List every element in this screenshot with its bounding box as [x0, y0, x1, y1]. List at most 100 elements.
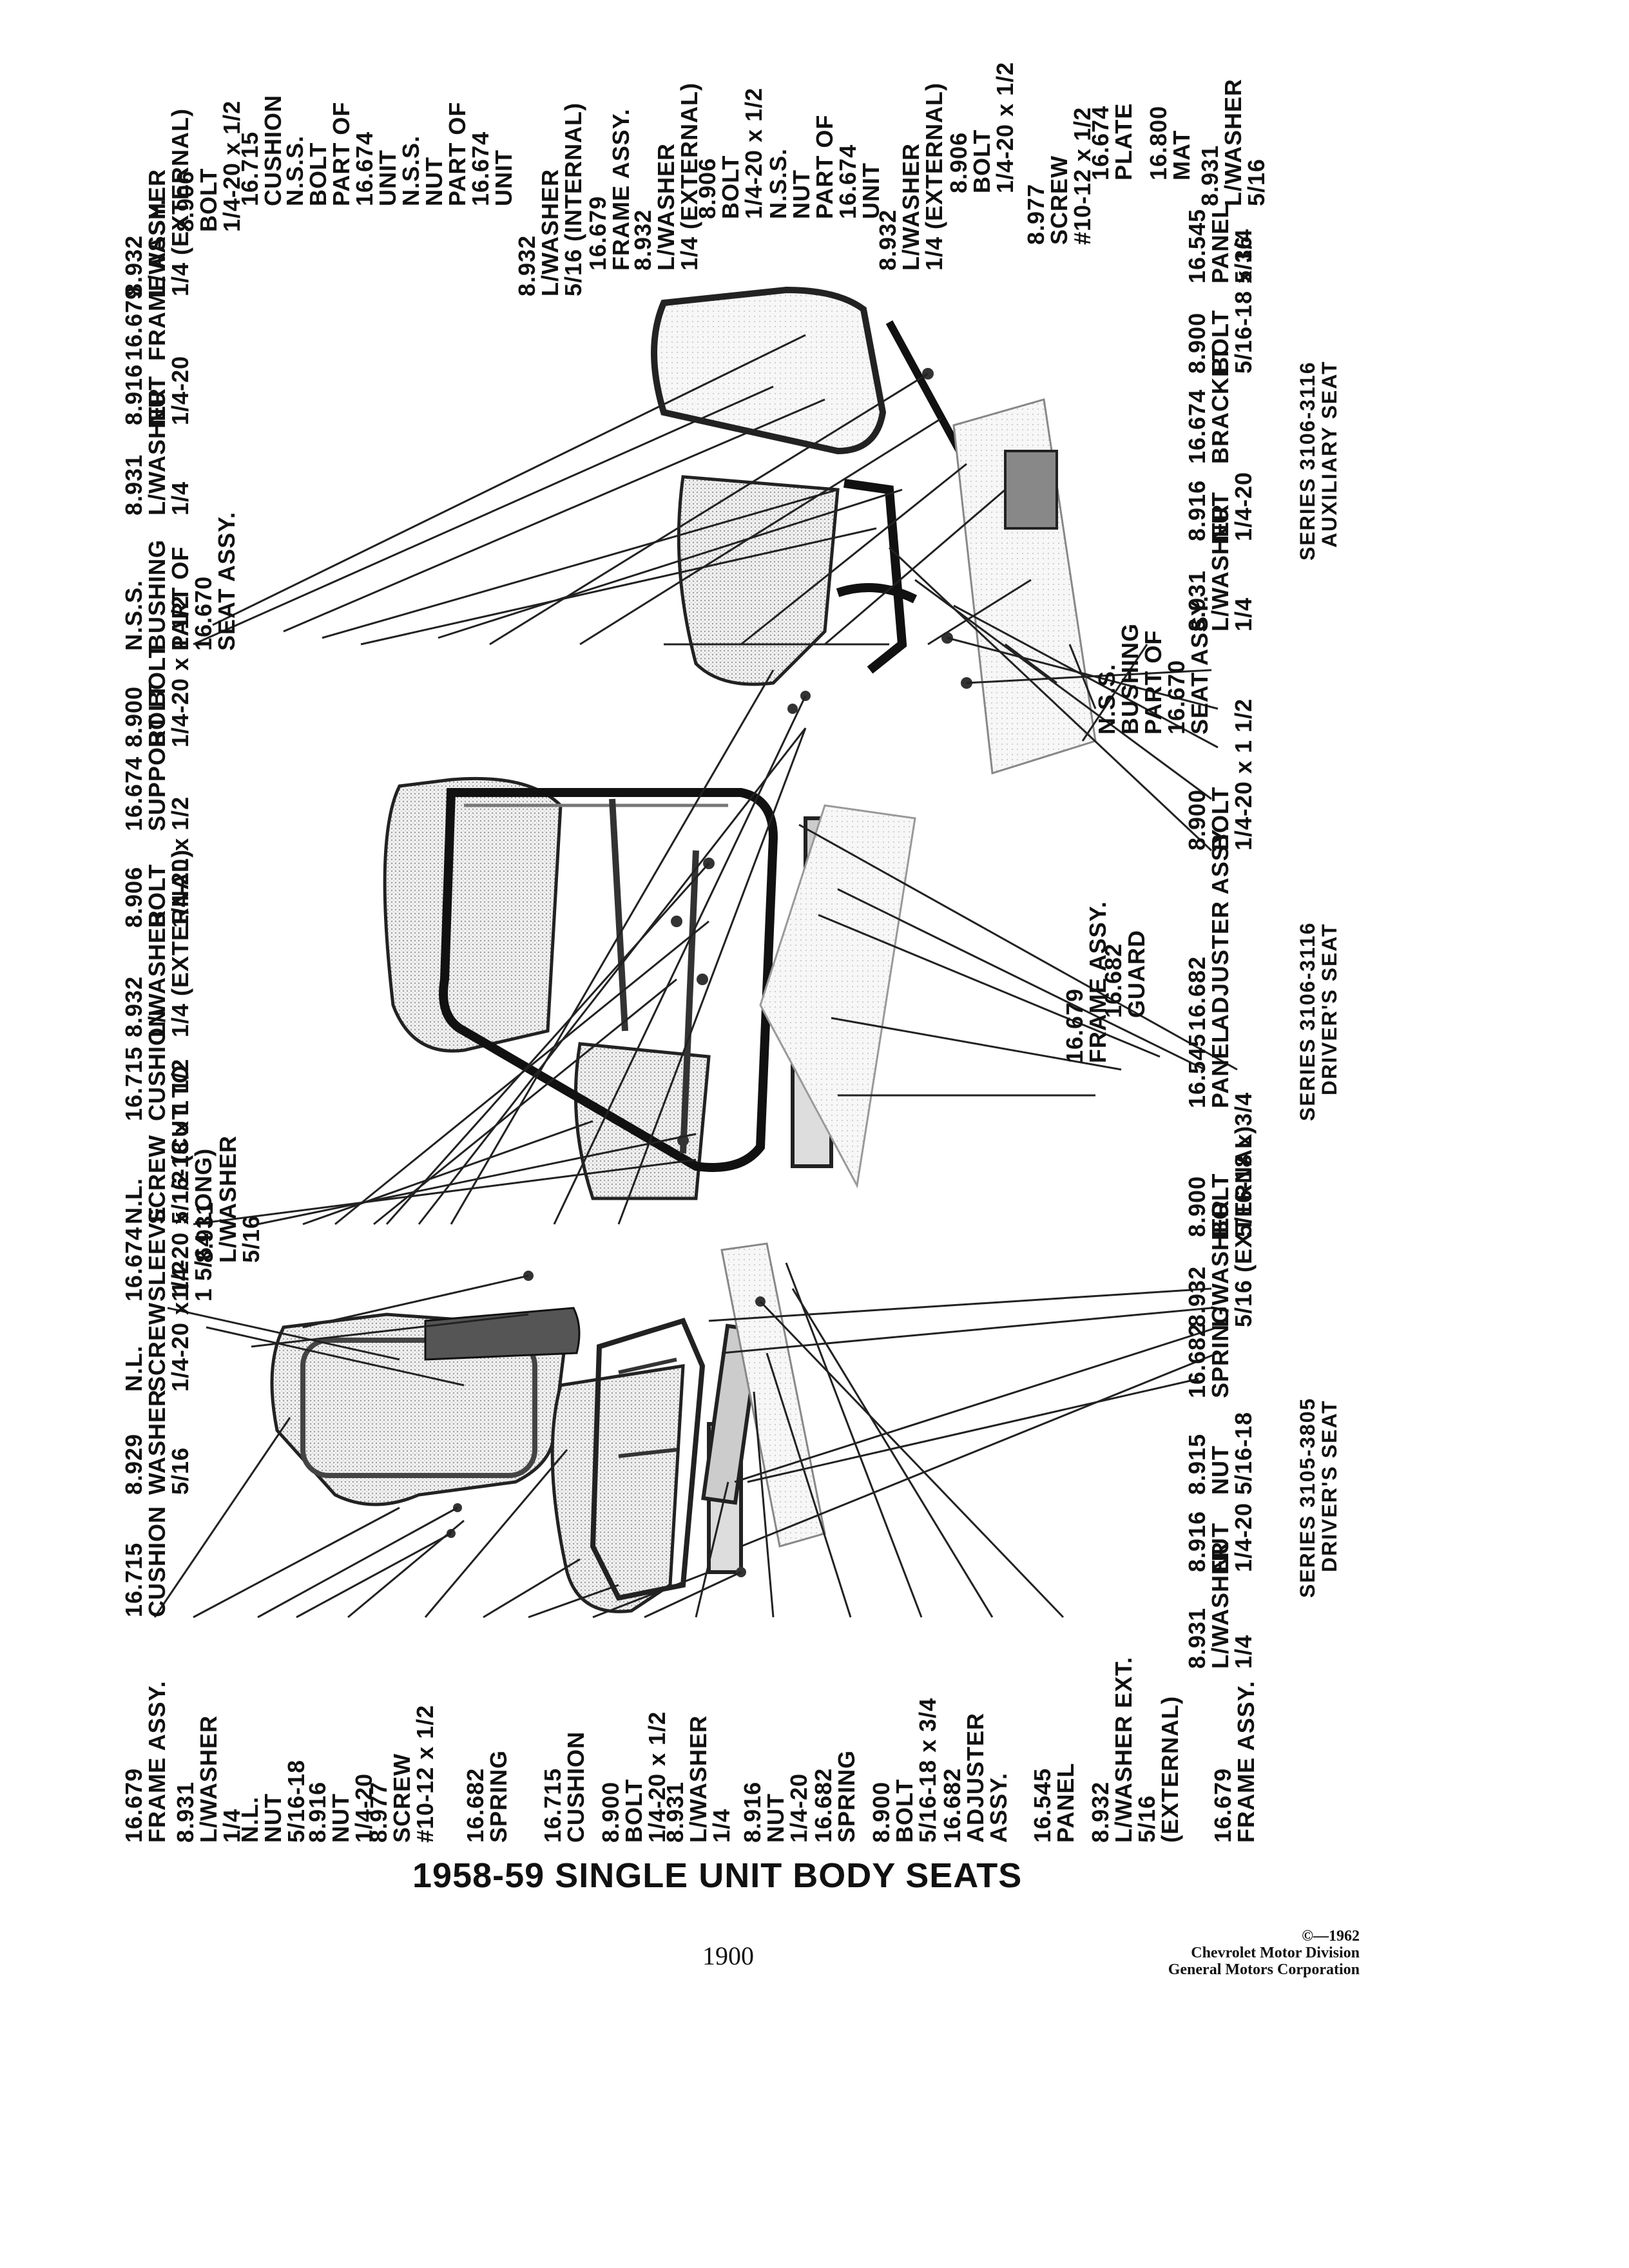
callout-text: 8.906 [120, 867, 147, 928]
callout-text: N.S.S. [1094, 664, 1120, 735]
callout-text: FRAME ASSY. [608, 108, 634, 271]
callout-text: BUSHING [1117, 623, 1143, 735]
callout-text: 1/4-20 x 1 1/2 [167, 595, 193, 747]
callout-text: 8.932 [1087, 1782, 1113, 1843]
callout-text: 1/4 [1230, 1635, 1257, 1669]
callout-text: 1/4-20 x 1/2 [167, 796, 193, 928]
callout-text: L/WASHER EXT. [1110, 1657, 1137, 1843]
callout-text: L/WASHER [215, 1135, 241, 1263]
seat-3106-auxiliary-illustration [651, 286, 1097, 774]
callout-text: UNIT [490, 149, 517, 206]
callout-text: 8.916 [120, 364, 147, 425]
callout-text: SEAT ASSY. [1186, 595, 1213, 735]
callout-text: NUT [788, 169, 815, 219]
callout-text: 8.900 [1184, 312, 1210, 374]
copyright-line: ©—1962 [1302, 1928, 1360, 1945]
callout-text: BOLT [144, 864, 170, 928]
callout-text: 1/4 (EXTERNAL) [921, 82, 947, 271]
callout-text: 1/4 (EXTERNAL) [676, 82, 702, 271]
callout-text: 5/16-18 x 3/4 [914, 1698, 941, 1843]
callout-text: PART OF [328, 102, 354, 206]
callout-text: 16.674 [120, 756, 147, 831]
callout-text: 5/16 [1243, 159, 1269, 206]
callout-text: 16.674 [467, 131, 494, 206]
callout-text: 16.545 [1184, 1033, 1210, 1108]
callout-text: 5/16-18 [283, 1760, 309, 1843]
callout-text: L/WASHER [144, 169, 170, 296]
callouts-middle-bottom: 8.900 BOLT 5/16-18 x 3/4 16.545 PANEL 16… [1061, 824, 1257, 1237]
callout-text: N.L. [120, 1345, 147, 1392]
callout-text: 8.906 [694, 158, 720, 219]
callout-text: 8.931 [662, 1782, 688, 1843]
callout-text: #10-12 x 1/2 [1069, 107, 1095, 245]
callout-text: 1/4 [708, 1809, 735, 1843]
callout-text: N.S.S. [282, 135, 308, 206]
callout-text: 8.915 [1184, 1434, 1210, 1495]
callout-text: 16.674 [834, 144, 861, 219]
callout-text: 8.916 [1184, 1511, 1210, 1572]
callouts-left-column: 16.679 FRAME ASSY. 8.931 L/WASHER 1/4 N.… [120, 1657, 1259, 1843]
callout-text: BOLT [1207, 1173, 1233, 1237]
callout-text: 8.900 [1184, 789, 1210, 850]
callout-text: NUT [421, 157, 447, 206]
callout-text: 16.800 [1145, 106, 1171, 180]
callout-text: #10-12 x 1/2 [412, 1705, 438, 1843]
callout-text: SPRING [1207, 1305, 1233, 1398]
callouts-left-bottom: 8.931 L/WASHER 1/4 8.916 NUT 1/4-20 8.91… [1184, 1126, 1257, 1669]
callout-text: N.S.S. [120, 580, 147, 651]
callout-text: BOLT [621, 1779, 647, 1843]
callout-text: PART OF [811, 115, 838, 219]
callout-text: PANEL [1052, 1763, 1079, 1843]
callout-text: PART OF [167, 546, 193, 651]
callout-text: PART OF [444, 102, 470, 206]
callout-text: 8.931 [191, 1202, 218, 1263]
callout-text: L/WASHER [1207, 1200, 1233, 1327]
callout-text: L/WASHER [537, 169, 563, 296]
callout-text: GUARD [1123, 930, 1150, 1018]
callout-text: BOLT [1207, 310, 1233, 374]
callout-text: BOLT [717, 155, 744, 219]
callout-text: 8.931 [172, 1782, 198, 1843]
callout-text: SCREW [144, 1302, 170, 1392]
callout-text: ASSY. [985, 1773, 1012, 1843]
callout-text: 8.932 [630, 209, 656, 271]
callout-text: NUT [260, 1793, 286, 1843]
callout-text: N.S.S. [765, 148, 791, 219]
callout-text: BOLT [969, 130, 995, 193]
callout-text: 1/4 [218, 1809, 245, 1843]
callout-text: 1/4 (EXTERNAL) [167, 849, 193, 1037]
callout-text: SPRING [485, 1750, 512, 1843]
callout-text: 16.682 [1184, 1323, 1210, 1398]
series-subtitle: DRIVER'S SEAT [1318, 1399, 1341, 1572]
callout-text: N.L. [236, 1796, 263, 1843]
callout-text: 8.900 [597, 1782, 624, 1843]
callout-text: SCREW [1046, 155, 1072, 245]
callout-text: 5/16 [238, 1215, 264, 1263]
callout-text: 16.679 [1210, 1768, 1236, 1843]
seat-3106-driver-illustration [383, 776, 916, 1200]
callout-text: 1/4-20 [1230, 472, 1257, 541]
callout-text: 8.932 [120, 235, 147, 296]
callout-text: SLEEVE [144, 1206, 170, 1302]
callout-text: 8.900 [868, 1782, 894, 1843]
seat-3105-illustration [270, 1242, 826, 1613]
callout-text: N.L. [120, 1178, 147, 1224]
callout-text: 1/4-20 x 1/2 [218, 101, 245, 232]
callout-text: 8.931 [120, 454, 147, 515]
callout-text: NUT [327, 1793, 354, 1843]
callout-text: 8.929 [120, 1434, 147, 1495]
callout-text: 8.900 [1184, 1176, 1210, 1237]
callout-text: 5/16-18 x 1 1/2 [167, 1059, 193, 1224]
callout-text: 5/16-18 x 3/4 [1230, 229, 1257, 374]
callout-text: 1/4 (EXTERNAL) [167, 108, 193, 296]
callout-text: SCREW [389, 1753, 415, 1843]
callouts-left-top: 16.715 CUSHION 8.929 WASHER 5/16 N.L. SC… [120, 1065, 217, 1617]
callout-text: L/WASHER [144, 388, 170, 515]
callout-text: 8.916 [304, 1782, 331, 1843]
callout-text: 16.715 [539, 1768, 566, 1843]
callout-text: 8.931 [1184, 1608, 1210, 1669]
callout-text: CUSHION [563, 1731, 589, 1843]
callout-text: 16.715 [120, 1542, 147, 1617]
callout-text: 8.932 [514, 235, 540, 296]
callout-text: 5/16 (EXTERNAL) [1230, 1126, 1257, 1327]
